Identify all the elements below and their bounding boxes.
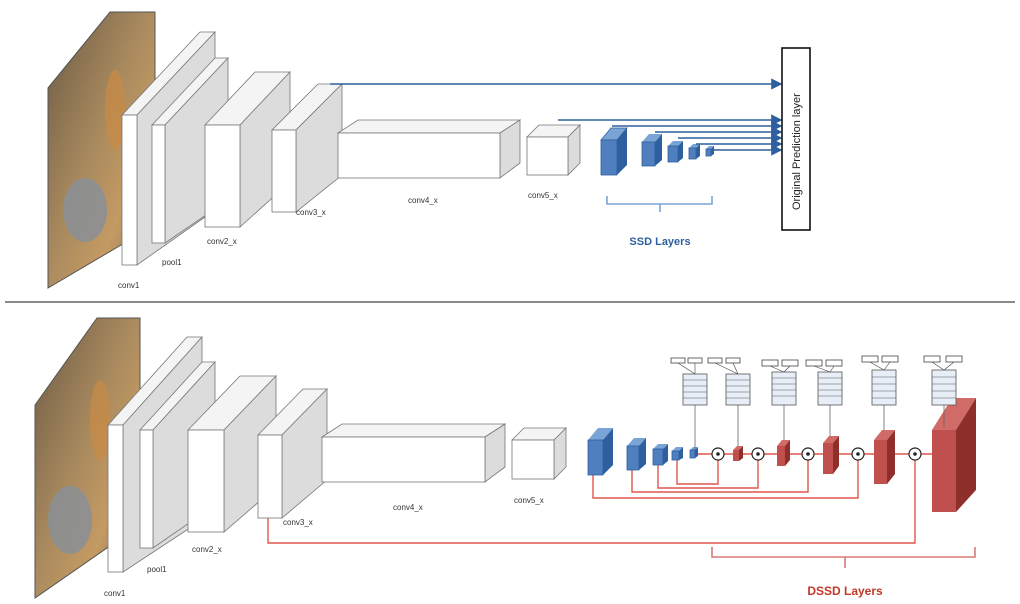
prediction-module [761,359,799,440]
ssd-prediction-layer-box: Original Prediction layer [781,47,811,231]
dssd-label-conv1: conv1 [104,589,126,598]
dssd-conv5-block [511,427,567,480]
dssd-conv4-block [320,423,507,483]
ssd-conv4-block [336,119,522,179]
prediction-layer-label: Original Prediction layer [791,93,803,210]
dssd-label-pool1: pool1 [147,565,167,574]
prediction-module [805,359,843,436]
ssd-layers-bracket: SSD Layers [606,196,713,248]
ssd-label-conv2: conv2_x [207,237,237,246]
dssd-conv3-block [257,388,328,519]
ssd-layers-label: SSD Layers [629,236,690,248]
dssd-label-conv2: conv2_x [192,545,222,554]
prediction-module [670,357,708,450]
dssd-label-conv5: conv5_x [514,496,544,505]
dssd-prediction-modules [670,355,963,450]
dssd-label-conv4: conv4_x [393,503,423,512]
ssd-label-conv5: conv5_x [528,191,558,200]
prediction-module [861,355,899,430]
dssd-base-extra-layers [587,428,698,476]
ssd-conv5-block [526,124,581,176]
dssd-deconv-layers [711,398,976,512]
ssd-label-conv4: conv4_x [408,196,438,205]
dssd-layers-label: DSSD Layers [807,584,883,598]
ssd-conv3-block [271,83,343,213]
ssd-prediction-arrows [330,78,783,156]
dssd-label-conv3: conv3_x [283,518,313,527]
ssd-label-conv3: conv3_x [296,208,326,217]
dssd-layers-bracket: DSSD Layers [711,547,976,598]
ssd-label-conv1: conv1 [118,281,140,290]
prediction-module [923,355,963,428]
dssd-panel: DSSD Layers conv1 pool1 conv2_x conv3_x … [34,317,976,599]
ssd-label-pool1: pool1 [162,258,182,267]
ssd-extra-layers [600,127,714,176]
ssd-panel: Original Prediction layer SSD Layers con… [47,11,811,290]
prediction-module [707,357,751,446]
